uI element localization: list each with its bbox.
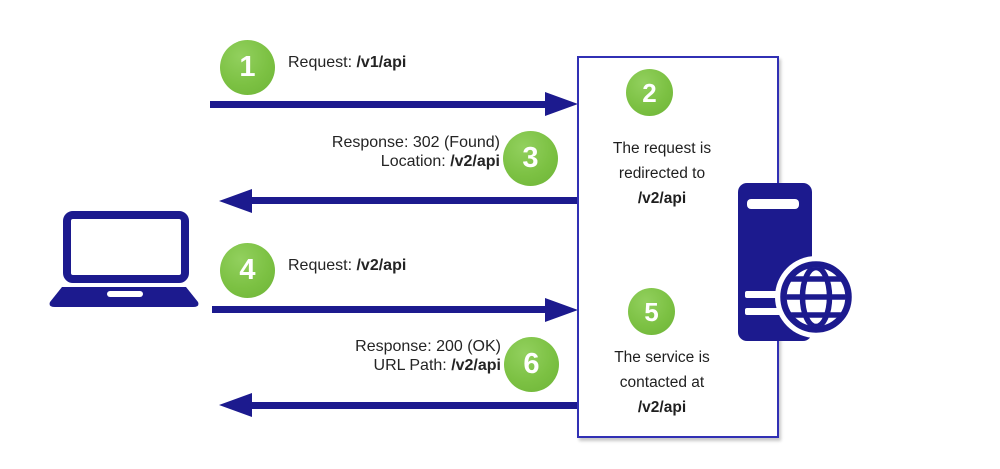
server-tower-icon [738,183,857,341]
globe-icon [775,256,857,338]
label-path: /v2/api [451,357,501,374]
label-path: /v2/api [356,257,407,274]
step-badge-4: 4 [220,243,275,298]
note-line2: contacted at [619,374,705,391]
step-badge-3: 3 [503,131,558,186]
label-line1: Response: 302 (Found) [331,134,500,151]
label-prefix: URL Path: [373,357,452,374]
note-line2: redirected to [618,165,706,182]
note-path: /v2/api [637,399,687,416]
step-badge-1: 1 [220,40,275,95]
note-line1: The service is [614,349,710,366]
step-badge-6: 6 [504,337,559,392]
arrow-shaft [252,197,578,204]
step-badge-5: 5 [628,288,675,335]
label-request-v2: Request: /v2/api [288,256,406,275]
note-line1: The request is [612,140,712,157]
label-path: /v1/api [356,54,407,71]
note-path: /v2/api [637,190,687,207]
label-line2: URL Path: /v2/api [355,356,501,375]
server-note-redirect: The request is redirected to /v2/api [579,136,745,211]
arrow-shaft [212,306,546,313]
arrow-shaft [252,401,578,409]
label-request-v1: Request: /v1/api [288,53,406,72]
server-note-service: The service is contacted at /v2/api [579,345,745,420]
label-line2: Location: /v2/api [332,152,500,171]
arrow-head-icon [219,393,252,417]
laptop-icon [49,211,199,307]
label-line1: Response: 200 (OK) [355,338,501,355]
arrow-head-icon [219,188,252,213]
label-prefix: Request: [288,257,357,274]
arrow-head-icon [545,92,578,116]
label-response-200: Response: 200 (OK) URL Path: /v2/api [355,337,501,375]
label-prefix: Request: [288,54,357,71]
label-response-302: Response: 302 (Found) Location: /v2/api [332,133,500,171]
label-path: /v2/api [450,153,500,170]
arrow-head-icon [545,297,578,322]
arrow-shaft [210,100,546,108]
label-prefix: Location: [380,153,451,170]
step-badge-2: 2 [626,69,673,116]
